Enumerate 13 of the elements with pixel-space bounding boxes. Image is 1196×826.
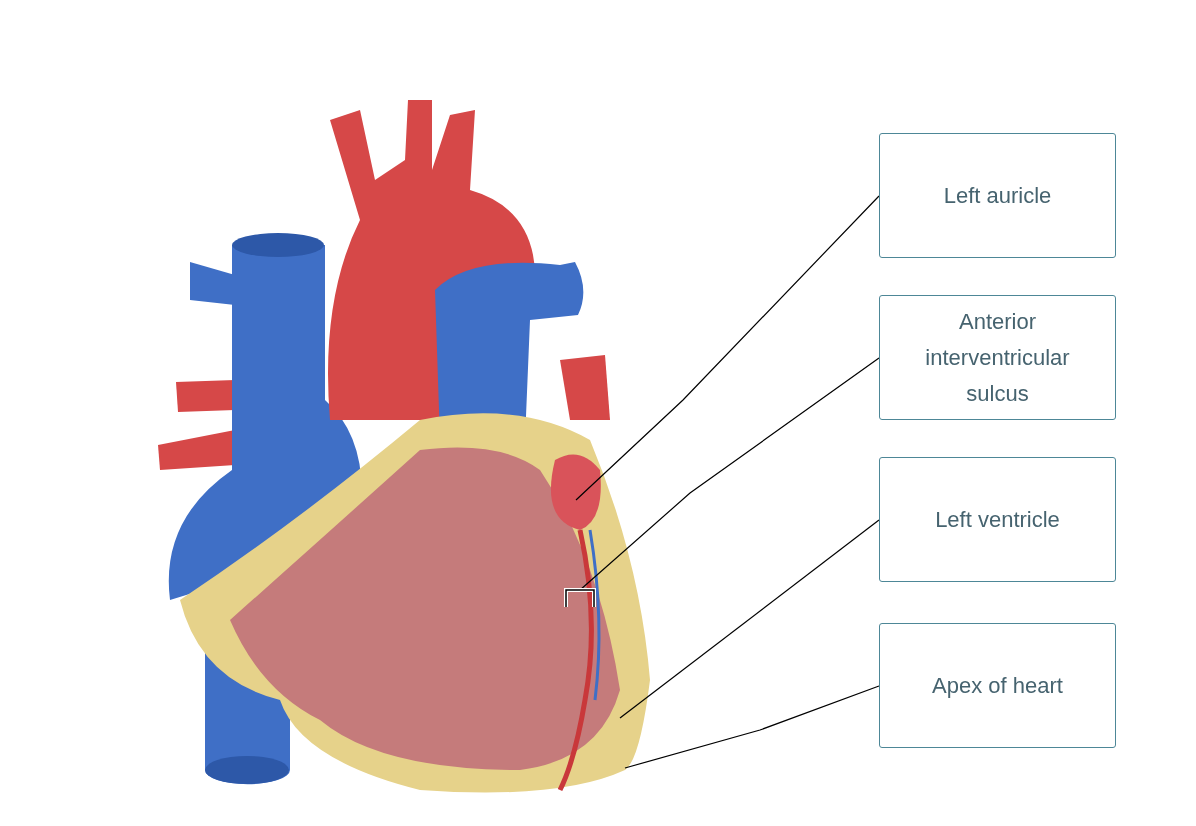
bracket (564, 588, 596, 608)
label-text: Left auricle (942, 181, 1053, 210)
leader-line (624, 685, 880, 769)
label-box (879, 623, 1116, 748)
label-text: Anterior interventricular sulcus (924, 307, 1071, 408)
leader-line (575, 195, 880, 501)
leader-line (579, 357, 880, 591)
label-box (879, 133, 1116, 258)
label-box (879, 457, 1116, 582)
label-text: Apex of heart (931, 671, 1064, 700)
label-box (879, 295, 1116, 420)
leader-line (619, 519, 880, 719)
label-text: Left ventricle (934, 505, 1061, 534)
